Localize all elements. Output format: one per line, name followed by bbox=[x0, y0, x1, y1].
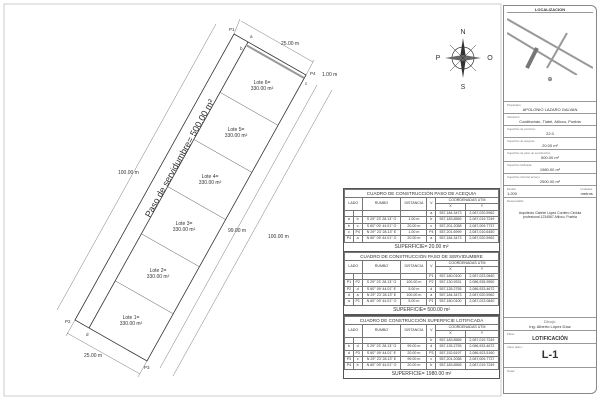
dimension-labels: 25.00 m 25.00 m 100.00 m 99.00 m 100.00 … bbox=[84, 41, 337, 359]
scale-section: Escala:1:200 Unidades:metros bbox=[504, 186, 596, 198]
svg-text:Lote 3=: Lote 3= bbox=[176, 221, 193, 227]
dim-left: 100.00 m bbox=[118, 170, 139, 176]
notes-section: Notas: bbox=[507, 369, 516, 373]
table-title: CUADRO DE CONSTRUCCIÓN SUPERFICIE LOTIFI… bbox=[344, 316, 499, 325]
dim-top: 25.00 m bbox=[281, 41, 299, 47]
plan-name-value: LOTIFICACIÓN bbox=[532, 336, 568, 342]
area-field: Superficie lotificada:1980.00 m² bbox=[504, 162, 596, 174]
svg-text:330.00 m²: 330.00 m² bbox=[225, 133, 248, 139]
scale-value: 1:200 bbox=[507, 191, 518, 196]
servidumbre-line bbox=[88, 41, 249, 329]
svg-text:Lote 5=: Lote 5= bbox=[228, 127, 245, 133]
construction-table: CUADRO DE CONSTRUCCIÓN SUPERFICIE LOTIFI… bbox=[343, 315, 500, 379]
table-superficie: SUPERFICIE= 1980.00 m² bbox=[391, 370, 452, 377]
svg-text:330.00 m²: 330.00 m² bbox=[173, 227, 196, 233]
vertex-p4: P4 bbox=[310, 71, 316, 76]
svg-text:330.00 m²: 330.00 m² bbox=[120, 321, 143, 327]
svg-text:330.00 m²: 330.00 m² bbox=[251, 86, 274, 92]
plan-key-section: Clave plano:L-1 bbox=[504, 344, 596, 368]
plan-name-section: Plano:LOTIFICACIÓN bbox=[504, 331, 596, 344]
table-title: CUADRO DE CONSTRUCCIÓN PASO DE SERVIDUMB… bbox=[344, 252, 499, 261]
svg-text:330.00 m²: 330.00 m² bbox=[199, 180, 222, 186]
vertex-a: a bbox=[250, 34, 253, 39]
lot-dividers bbox=[115, 91, 278, 315]
table-title: CUADRO DE CONSTRUCCIÓN PASO DE ACEQUIA bbox=[344, 189, 499, 198]
dim-right-outer: 100.00 m bbox=[268, 234, 289, 240]
location-map bbox=[506, 18, 594, 76]
lot-4: Lote 4=330.00 m² bbox=[199, 174, 222, 186]
construction-table: CUADRO DE CONSTRUCCIÓN PASO DE SERVIDUMB… bbox=[343, 251, 500, 315]
dimension-lines bbox=[56, 18, 333, 378]
lot-1: Lote 1=330.00 m² bbox=[120, 315, 143, 327]
dim-acequia: 1.00 m bbox=[322, 72, 337, 78]
parcel-outline bbox=[74, 33, 307, 362]
acequia-strip bbox=[245, 44, 305, 79]
dim-right-inner: 99.00 m bbox=[228, 228, 246, 234]
drawing-frame bbox=[3, 3, 502, 397]
location-title: LOCALIZACION bbox=[507, 7, 593, 13]
compass-n: N bbox=[460, 29, 465, 36]
servidumbre-label: Paso de servidumbre= 500.00 m² bbox=[143, 98, 216, 219]
drawn-by-value: Ing. Alberto López Díaz bbox=[529, 324, 571, 329]
north-arrow-icon: N S P O bbox=[436, 29, 494, 91]
units-value: metros bbox=[580, 191, 593, 196]
svg-text:Lote 2=: Lote 2= bbox=[150, 268, 167, 274]
vertex-d: d bbox=[86, 332, 89, 337]
compass-e: O bbox=[487, 55, 493, 62]
vertex-c: c bbox=[305, 81, 308, 86]
lot-5: Lote 5=330.00 m² bbox=[225, 127, 248, 139]
table-superficie: SUPERFICIE= 20.00 m² bbox=[394, 243, 449, 250]
lot-labels: Lote 6=330.00 m² Lote 5=330.00 m² Lote 4… bbox=[120, 80, 274, 327]
location-section: LOCALIZACION ⊕ bbox=[504, 6, 596, 102]
area-field: Superficie de acequia:20.00 m² bbox=[504, 138, 596, 150]
area-field: Superficie total del terreno:2500.00 m² bbox=[504, 174, 596, 186]
location-north-icon: ⊕ bbox=[547, 77, 553, 83]
dim-bottom: 25.00 m bbox=[84, 353, 102, 359]
svg-text:330.00 m²: 330.00 m² bbox=[147, 274, 170, 280]
table-superficie: SUPERFICIE= 500.00 m² bbox=[393, 306, 450, 313]
owner-value: APOLONIO LAZARO GALVAN bbox=[522, 107, 578, 112]
compass-s: S bbox=[461, 84, 466, 91]
owner-section: Propietario:APOLONIO LAZARO GALVAN bbox=[504, 102, 596, 114]
lot-6: Lote 6=330.00 m² bbox=[251, 80, 274, 92]
compass-w: P bbox=[436, 55, 441, 62]
responsible-value: Arquitecto Gabriel López Cordero Cédula … bbox=[518, 211, 582, 219]
drawn-by-section: Dibujó:Ing. Alberto López Díaz bbox=[504, 318, 596, 331]
responsible-section: Responsable:Arquitecto Gabriel López Cor… bbox=[504, 198, 596, 318]
vertex-p1: P1 bbox=[229, 27, 235, 32]
svg-text:Lote 4=: Lote 4= bbox=[202, 174, 219, 180]
vertex-p2: P2 bbox=[65, 319, 71, 324]
vertex-b: b bbox=[240, 46, 243, 51]
svg-text:Lote 6=: Lote 6= bbox=[254, 80, 271, 86]
construction-table: CUADRO DE CONSTRUCCIÓN PASO DE ACEQUIA L… bbox=[343, 188, 500, 252]
title-block: LOCALIZACION ⊕ Propietario:APOLONIO LAZA… bbox=[503, 5, 597, 394]
vertex-labels: P1 P2 P3 P4 a b c d bbox=[65, 27, 316, 370]
location-value: Coatlinchán, Tlatel, Atlixco, Puebla bbox=[519, 119, 581, 124]
plan-key-value: L-1 bbox=[541, 349, 559, 361]
lot-3: Lote 3=330.00 m² bbox=[173, 221, 196, 233]
svg-text:Lote 1=: Lote 1= bbox=[123, 315, 140, 321]
area-field: Superficie de paso de servidumbre:500.00… bbox=[504, 150, 596, 162]
vertex-p3: P3 bbox=[144, 365, 150, 370]
lot-2: Lote 2=330.00 m² bbox=[147, 268, 170, 280]
location-field: Ubicación:Coatlinchán, Tlatel, Atlixco, … bbox=[504, 114, 596, 126]
area-field: Superficie de escritura:22.0 bbox=[504, 126, 596, 138]
